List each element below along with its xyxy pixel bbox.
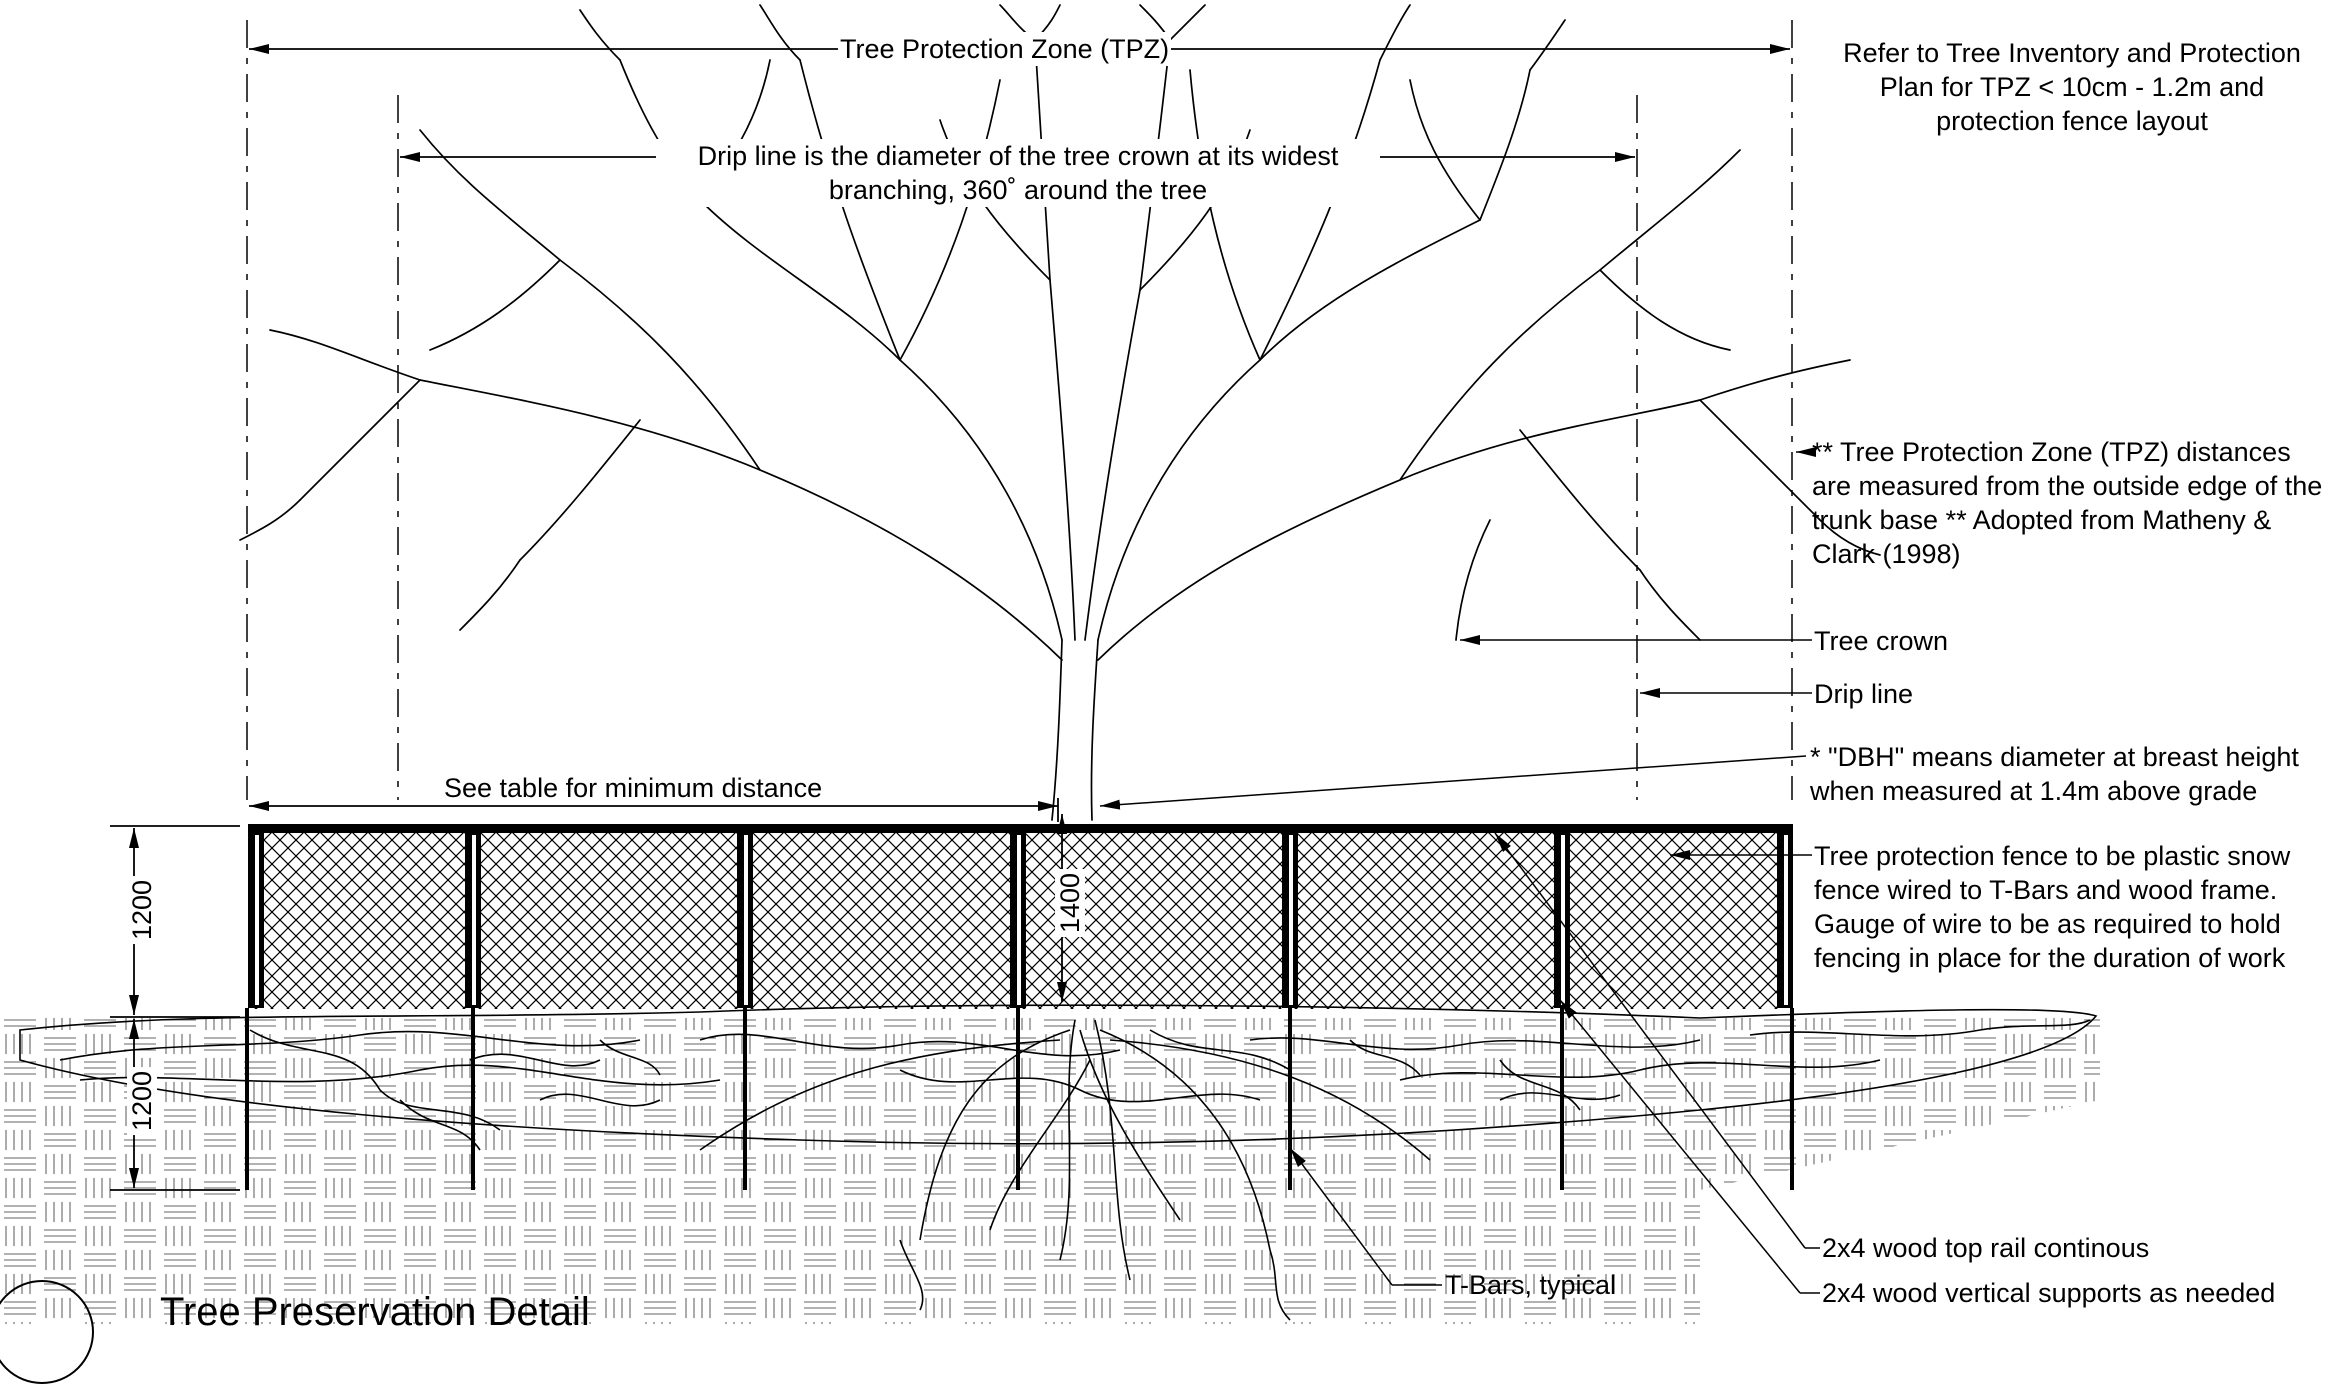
soil-right-edge [1700,1018,2100,1190]
tpz-note-line4: Clark (1998) [1812,539,1961,569]
detail-callout-circle [0,1280,94,1384]
tree-canopy [239,4,1881,821]
fence-note-line3: Gauge of wire to be as required to hold [1814,909,2281,939]
tpz-note: ** Tree Protection Zone (TPZ) distances … [1812,435,2322,571]
extension-lines [246,20,1793,800]
fence-note-line1: Tree protection fence to be plastic snow [1814,841,2291,871]
inventory-note-line1: Refer to Tree Inventory and Protection [1843,38,2301,68]
t-bars-note: T-Bars, typical [1445,1270,1617,1300]
drip-line-note: Drip line [1814,679,1914,709]
inventory-note-line3: protection fence layout [1936,106,2208,136]
tpz-dimension-label: Tree Protection Zone (TPZ) [838,32,1172,66]
tpz-note-line1: ** Tree Protection Zone (TPZ) distances [1812,437,2291,467]
fence-note-line2: fence wired to T-Bars and wood frame. [1814,875,2278,905]
dbh-note: * "DBH" means diameter at breast height … [1810,740,2299,808]
fence-note-line4: fencing in place for the duration of wor… [1814,943,2286,973]
fence-height-dimension: 1200 [127,875,158,945]
dbh-note-line2: when measured at 1.4m above grade [1810,776,2258,806]
drip-line-dimension-label: Drip line is the diameter of the tree cr… [656,139,1380,207]
fence-panels [248,824,1793,1009]
min-distance-label: See table for minimum distance [444,773,823,803]
tree-preservation-drawing [0,4,2350,1324]
dbh-height-dimension: 1400 [1055,868,1086,938]
tpz-note-line2: are measured from the outside edge of th… [1812,471,2323,501]
top-rail-note: 2x4 wood top rail continous [1822,1233,2150,1263]
tree-crown-note: Tree crown [1814,626,1949,656]
vertical-supports-note: 2x4 wood vertical supports as needed [1822,1278,2276,1308]
inventory-note: Refer to Tree Inventory and Protection P… [1812,36,2332,138]
fence-note: Tree protection fence to be plastic snow… [1814,839,2290,975]
drip-line-dimension-line2: branching, 360˚ around the tree [828,175,1208,205]
inventory-note-line2: Plan for TPZ < 10cm - 1.2m and [1879,72,2265,102]
leader-lines [1099,447,1820,1294]
drip-line-dimension-line1: Drip line is the diameter of the tree cr… [697,141,1339,171]
dbh-note-line1: * "DBH" means diameter at breast height [1810,742,2299,772]
root-zone [19,1004,2098,1321]
tpz-note-line3: trunk base ** Adopted from Matheny & [1812,505,2272,535]
drawing-title: Tree Preservation Detail [160,1290,590,1334]
post-depth-dimension: 1200 [127,1066,158,1136]
